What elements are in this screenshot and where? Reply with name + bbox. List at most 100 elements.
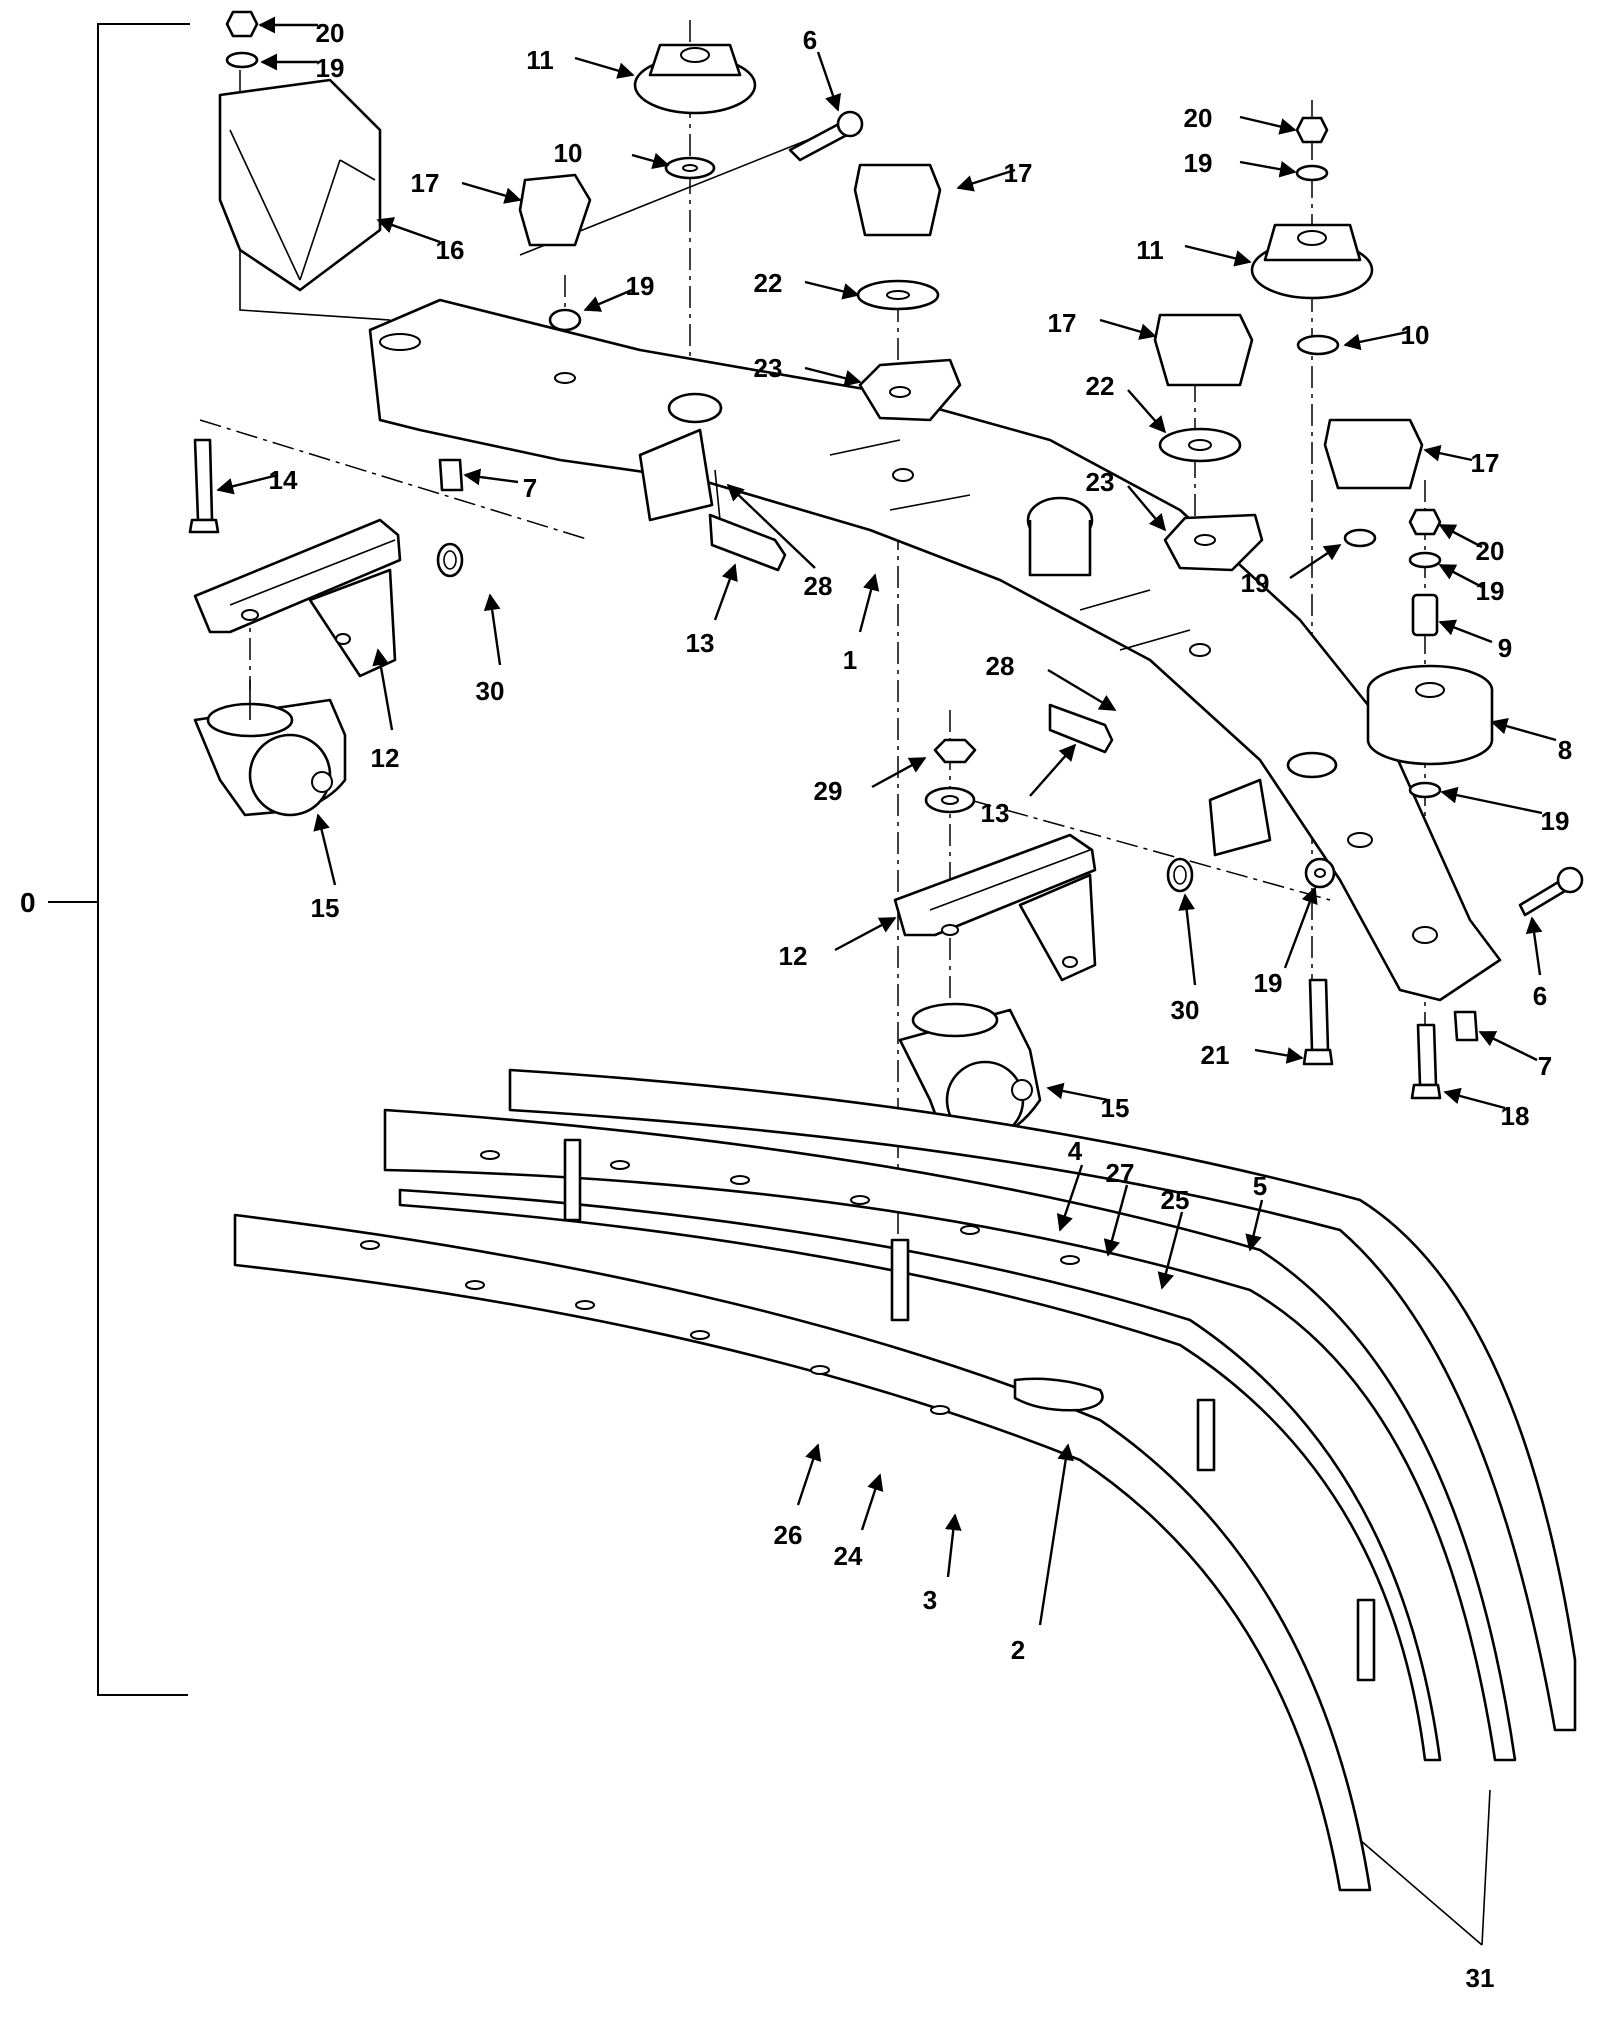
callout-3: 3 [923, 1513, 962, 1615]
callout-19: 19 [1254, 886, 1318, 998]
callout-number: 17 [411, 168, 440, 198]
leader-arrow [956, 168, 1016, 192]
hex-nut-20 [225, 10, 259, 38]
callout-number: 20 [1184, 103, 1213, 133]
stud-d [1356, 1598, 1376, 1682]
callout-number: 20 [316, 18, 345, 48]
callout-number: 10 [554, 138, 583, 168]
leader-arrow [726, 483, 816, 569]
callout-number: 5 [1253, 1171, 1267, 1201]
callout-number: 19 [1254, 968, 1283, 998]
callout-number: 19 [1184, 148, 1213, 178]
callout-number: 18 [1501, 1101, 1530, 1131]
knob-17-a [518, 173, 592, 247]
callout-19: 19 [583, 271, 654, 312]
leader-arrow [461, 181, 522, 204]
leader-arrow [1099, 318, 1157, 340]
callout-19: 19 [1438, 563, 1505, 606]
callout-number: 2 [1011, 1635, 1025, 1665]
callout-number: 22 [754, 268, 783, 298]
callout-4: 4 [1056, 1136, 1084, 1232]
stud-c [1196, 1398, 1216, 1472]
leader-arrow [1525, 916, 1543, 976]
callout-17: 17 [411, 168, 522, 204]
leader-arrow [463, 468, 519, 486]
squeegee-5 [508, 1068, 1577, 1732]
callout-number: 30 [1171, 995, 1200, 1025]
leader-arrow [631, 152, 670, 170]
callout-20: 20 [1184, 103, 1297, 135]
leader-arrow [804, 366, 862, 387]
stud-b [890, 1238, 910, 1322]
leader-arrow [713, 563, 738, 621]
leader-arrow [1046, 1082, 1109, 1102]
leader-arrow [1443, 1087, 1506, 1110]
spacer-9 [1411, 593, 1439, 637]
callout-11: 11 [1136, 235, 1252, 267]
leader-arrow [1438, 563, 1483, 589]
leader-arrow [834, 916, 897, 952]
frame-1 [368, 298, 1502, 1002]
callout-10: 10 [554, 138, 670, 170]
callout-30: 30 [1171, 893, 1200, 1025]
spring-30a [436, 542, 464, 578]
leader-arrow [483, 593, 502, 666]
leader-arrow [1056, 1164, 1084, 1232]
callout-number: 19 [1476, 576, 1505, 606]
callout-24: 24 [834, 1473, 884, 1571]
leader-arrow [1343, 330, 1409, 351]
callout-number: 17 [1471, 448, 1500, 478]
callout-number: 22 [1086, 371, 1115, 401]
callout-number: 6 [1533, 981, 1547, 1011]
pin-13b [1048, 703, 1114, 754]
leader-arrow [1103, 1184, 1129, 1257]
callout-number: 11 [1136, 235, 1164, 265]
callout-number: 19 [1241, 568, 1270, 598]
washer-19 [225, 51, 259, 69]
bolt-14 [193, 438, 214, 522]
callout-number: 26 [774, 1520, 803, 1550]
leader-arrow [804, 280, 860, 300]
callout-number: 29 [814, 776, 843, 806]
leader-arrow [1254, 1047, 1304, 1064]
hex-nut-20c [1408, 508, 1442, 536]
callout-number: 28 [986, 651, 1015, 681]
leader-arrow [1038, 1443, 1074, 1626]
callout-number: 16 [436, 235, 465, 265]
callout-number: 30 [476, 676, 505, 706]
callout-number: 12 [779, 941, 808, 971]
callout-18: 18 [1443, 1087, 1530, 1131]
callout-17: 17 [1423, 444, 1500, 478]
callout-number: 24 [834, 1541, 863, 1571]
callout-16: 16 [376, 217, 465, 265]
callout-7: 7 [1478, 1030, 1552, 1081]
callout-number: 28 [804, 571, 833, 601]
callout-number: 10 [1401, 320, 1430, 350]
callout-number: 7 [523, 473, 537, 503]
upper-left-hardware [218, 10, 864, 332]
callout-19: 19 [1241, 543, 1342, 598]
callout-number: 3 [923, 1585, 937, 1615]
leader-arrow [1289, 543, 1342, 580]
leader-arrow [871, 756, 927, 789]
leader-arrow [1127, 389, 1167, 434]
callout-19: 19 [1440, 786, 1569, 836]
callout-8: 8 [1490, 718, 1572, 765]
callout-23: 23 [1086, 467, 1167, 532]
hex-nut-29 [933, 738, 977, 764]
blade-4 [383, 1108, 1517, 1762]
callout-13: 13 [981, 743, 1077, 828]
leader-arrow [1478, 1030, 1538, 1062]
callout-number: 31 [1466, 1963, 1495, 1993]
callout-number: 15 [311, 893, 340, 923]
wheel-8 [1366, 690, 1494, 766]
callout-25: 25 [1157, 1185, 1189, 1290]
leader-arrow [1438, 619, 1493, 644]
stud-a [563, 1138, 582, 1222]
leader-arrow [1438, 523, 1483, 549]
callout-12: 12 [371, 648, 399, 773]
leader-arrow [376, 217, 441, 244]
assembly-bracket: 0 [20, 23, 190, 1696]
